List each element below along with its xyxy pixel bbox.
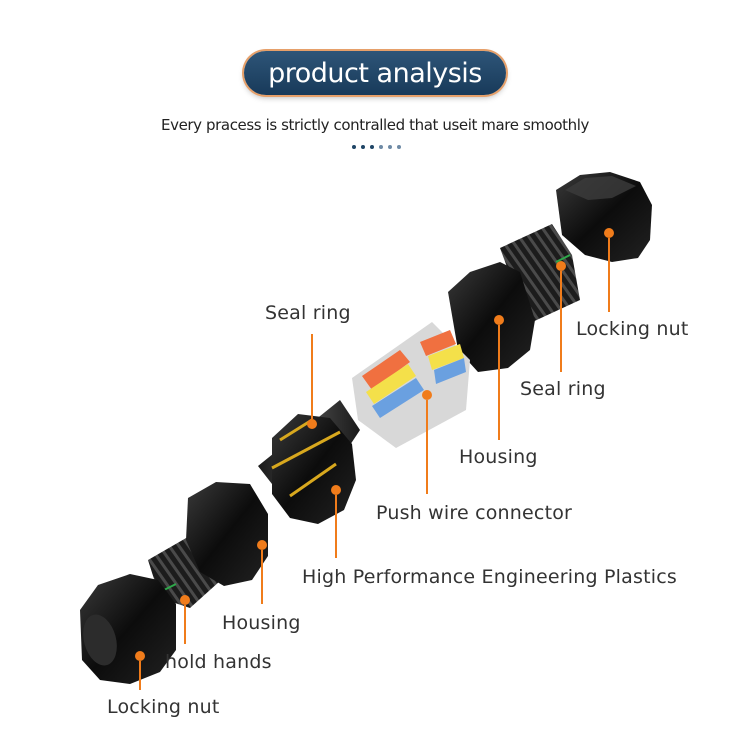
label-locking-nut-bottom: Locking nut <box>107 696 220 718</box>
leader-lines <box>139 238 610 690</box>
page-title: product analysis <box>268 57 482 89</box>
marker-dot <box>604 228 614 238</box>
marker-dot <box>307 419 317 429</box>
subtitle: Every pracess is strictly contralled tha… <box>161 116 589 134</box>
label-housing-left: Housing <box>222 612 301 634</box>
marker-dot <box>180 595 190 605</box>
label-locking-nut-top: Locking nut <box>576 318 689 340</box>
label-housing-right: Housing <box>459 446 538 468</box>
locking-nut-bottom <box>80 574 176 684</box>
label-push-wire-connector: Push wire connector <box>376 502 573 524</box>
housing-bottom <box>148 482 268 608</box>
push-wire-connector <box>352 322 470 448</box>
marker-dot <box>257 540 267 550</box>
center-housing <box>258 400 360 524</box>
locking-nut-top <box>556 172 652 262</box>
marker-dot <box>331 485 341 495</box>
label-high-performance-plastics: High Performance Engineering Plastics <box>302 566 677 588</box>
marker-dot <box>556 261 566 271</box>
label-seal-ring-right: Seal ring <box>520 378 606 400</box>
label-seal-ring-left: Seal ring <box>265 302 351 324</box>
marker-dot <box>494 315 504 325</box>
decorative-dots <box>352 145 401 149</box>
label-hold-hands: hold hands <box>165 651 272 673</box>
marker-dot <box>135 651 145 661</box>
marker-dot <box>422 390 432 400</box>
title-badge: product analysis <box>244 51 506 95</box>
